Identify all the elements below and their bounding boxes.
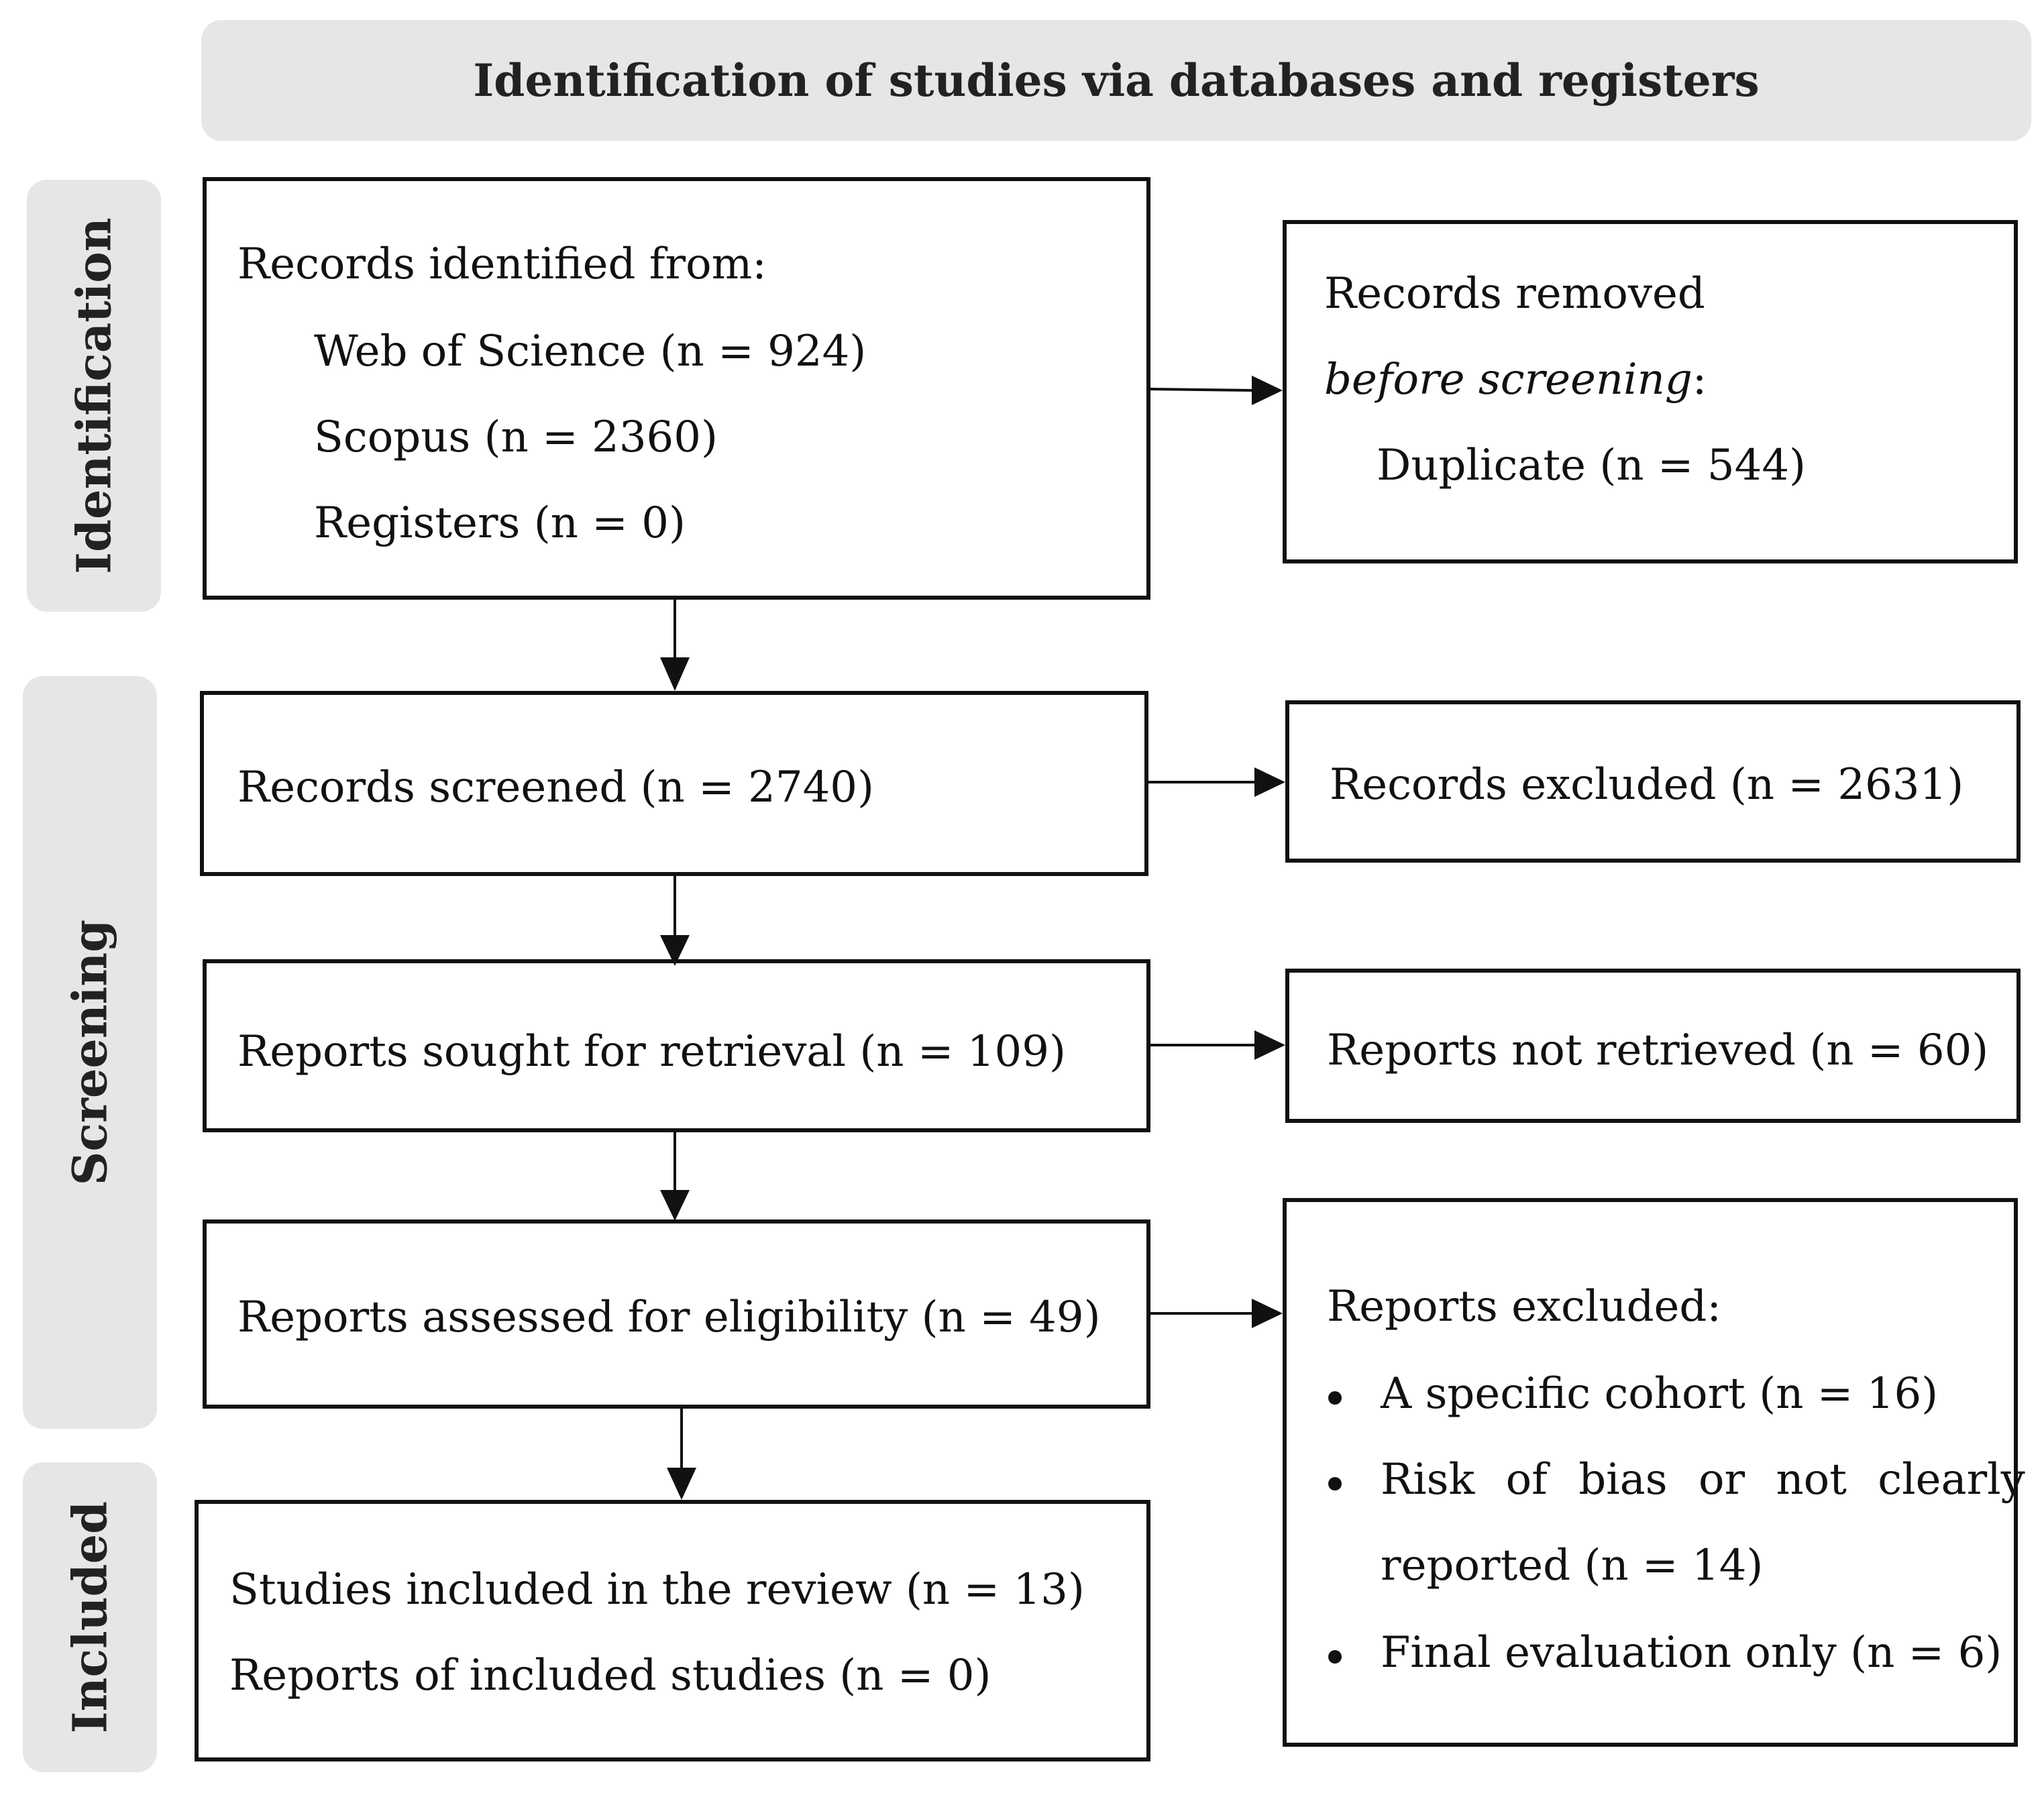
reports-excluded-item3: Final evaluation only (n = 6) xyxy=(1381,1628,2002,1678)
reports-excluded-heading: Reports excluded: xyxy=(1327,1282,1721,1332)
identified-scopus: Scopus (n = 2360) xyxy=(314,413,718,462)
header-band: Identification of studies via databases … xyxy=(201,20,2031,141)
included-line2: Reports of included studies (n = 0) xyxy=(229,1651,991,1700)
arrowhead-3 xyxy=(660,1190,690,1221)
removed-line2: before screening: xyxy=(1324,358,1707,401)
records-excluded-box: Records excluded (n = 2631) xyxy=(1285,700,2021,863)
identified-registers: Registers (n = 0) xyxy=(314,498,686,548)
arrowhead-1 xyxy=(660,657,690,691)
records-identified-box: Records identified from: Web of Science … xyxy=(203,177,1150,600)
included-box: Studies included in the review (n = 13) … xyxy=(195,1500,1150,1761)
removed-line1: Records removed xyxy=(1324,269,1705,319)
header-title: Identification of studies via databases … xyxy=(473,54,1760,107)
not-retrieved-label: Reports not retrieved (n = 60) xyxy=(1327,1026,1989,1075)
bullet-1 xyxy=(1328,1391,1342,1405)
arrowhead-2 xyxy=(660,935,690,966)
bullet-2 xyxy=(1328,1477,1342,1490)
arrow-identified-to-removed xyxy=(1150,388,1255,392)
reports-excluded-box: Reports excluded: A specific cohort (n =… xyxy=(1283,1198,2025,1747)
arrowhead-7 xyxy=(1254,1030,1285,1060)
reports-assessed-box: Reports assessed for eligibility (n = 49… xyxy=(203,1219,1150,1409)
assessed-label: Reports assessed for eligibility (n = 49… xyxy=(237,1293,1101,1342)
identified-heading: Records identified from: xyxy=(237,239,767,289)
arrowhead-6 xyxy=(1254,767,1285,797)
phase-included: Included xyxy=(23,1462,157,1772)
phase-screening: Screening xyxy=(23,676,157,1429)
bullet-3 xyxy=(1328,1650,1342,1664)
records-removed-box: Records removed before screening: Duplic… xyxy=(1283,220,2018,563)
arrowhead-8 xyxy=(1252,1299,1283,1328)
screened-label: Records screened (n = 2740) xyxy=(237,763,874,812)
reports-excluded-item2-line1: Risk of bias or not clearly xyxy=(1381,1455,2025,1505)
reports-excluded-item1: A specific cohort (n = 16) xyxy=(1381,1369,1939,1419)
arrowhead-4 xyxy=(667,1468,696,1500)
sought-label: Reports sought for retrieval (n = 109) xyxy=(237,1027,1066,1077)
included-line1: Studies included in the review (n = 13) xyxy=(229,1565,1085,1615)
records-screened-box: Records screened (n = 2740) xyxy=(200,691,1148,876)
identified-wos: Web of Science (n = 924) xyxy=(314,327,867,376)
phase-identification: Identification xyxy=(27,180,161,612)
removed-colon: : xyxy=(1692,355,1707,404)
not-retrieved-box: Reports not retrieved (n = 60) xyxy=(1285,969,2021,1123)
removed-before-screening: before screening xyxy=(1324,355,1692,404)
excluded-records-label: Records excluded (n = 2631) xyxy=(1330,760,1964,810)
arrowhead-5 xyxy=(1252,376,1283,405)
reports-excluded-item2-line2: reported (n = 14) xyxy=(1381,1541,1764,1590)
removed-duplicate: Duplicate (n = 544) xyxy=(1377,441,1806,490)
